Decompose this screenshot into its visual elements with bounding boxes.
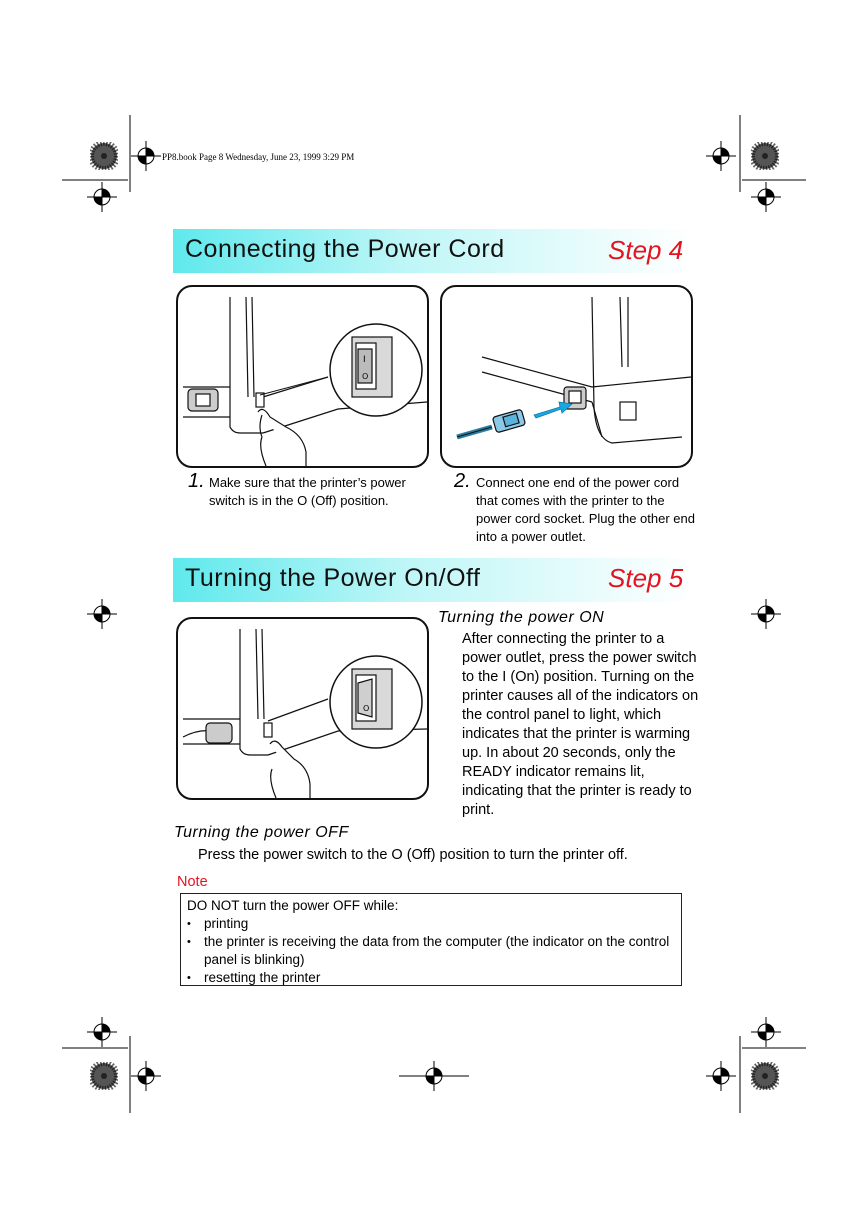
step-label: Step 4: [608, 235, 684, 265]
step-text: Connect one end of the power cord that c…: [476, 475, 695, 544]
section-title: Connecting the Power Cord: [185, 235, 505, 263]
step-number: 2.: [454, 470, 471, 492]
registration-target-icon: [706, 141, 736, 171]
note-item: printing: [187, 915, 675, 933]
print-header: PP8.book Page 8 Wednesday, June 23, 1999…: [162, 152, 355, 162]
registration-target-icon: [706, 1061, 736, 1091]
step-number: 1.: [188, 470, 205, 492]
section-banner: Connecting the Power Cord: [173, 229, 693, 273]
registration-target-icon: [399, 1061, 469, 1091]
color-rosette-icon: [90, 142, 118, 170]
figure-power-cord: [440, 285, 693, 468]
figure-switch-on: O: [176, 617, 429, 800]
switch-on-symbol: I: [363, 355, 366, 365]
subheading-power-off: Turning the power OFF: [174, 824, 349, 841]
section-title: Turning the Power On/Off: [185, 564, 481, 592]
registration-target-icon: [751, 182, 781, 212]
subheading-power-on: Turning the power ON: [438, 609, 605, 626]
note-item: resetting the printer: [187, 969, 675, 987]
step-text: Make sure that the printer’s power switc…: [209, 475, 406, 508]
registration-target-icon: [751, 1017, 781, 1047]
note-box: DO NOT turn the power OFF while: printin…: [180, 893, 682, 987]
section-banner: Turning the Power On/Off: [173, 558, 693, 602]
note-label: Note: [177, 874, 208, 890]
registration-target-icon: [751, 599, 781, 629]
color-rosette-icon: [751, 142, 779, 170]
note-list: printing the printer is receiving the da…: [187, 915, 675, 987]
registration-target-icon: [87, 599, 117, 629]
figure-switch-off: I O: [176, 285, 429, 468]
switch-off-symbol: O: [362, 372, 368, 381]
color-rosette-icon: [751, 1062, 779, 1090]
color-rosette-icon: [90, 1062, 118, 1090]
registration-target-icon: [131, 141, 161, 171]
power-on-text: After connecting the printer to a power …: [462, 631, 699, 818]
svg-text:O: O: [363, 704, 369, 713]
power-off-text: Press the power switch to the O (Off) po…: [198, 847, 628, 863]
note-intro: DO NOT turn the power OFF while:: [187, 898, 399, 913]
note-item: the printer is receiving the data from t…: [187, 933, 675, 969]
registration-target-icon: [87, 182, 117, 212]
step-label: Step 5: [608, 563, 684, 593]
registration-target-icon: [87, 1017, 117, 1047]
registration-target-icon: [131, 1061, 161, 1091]
